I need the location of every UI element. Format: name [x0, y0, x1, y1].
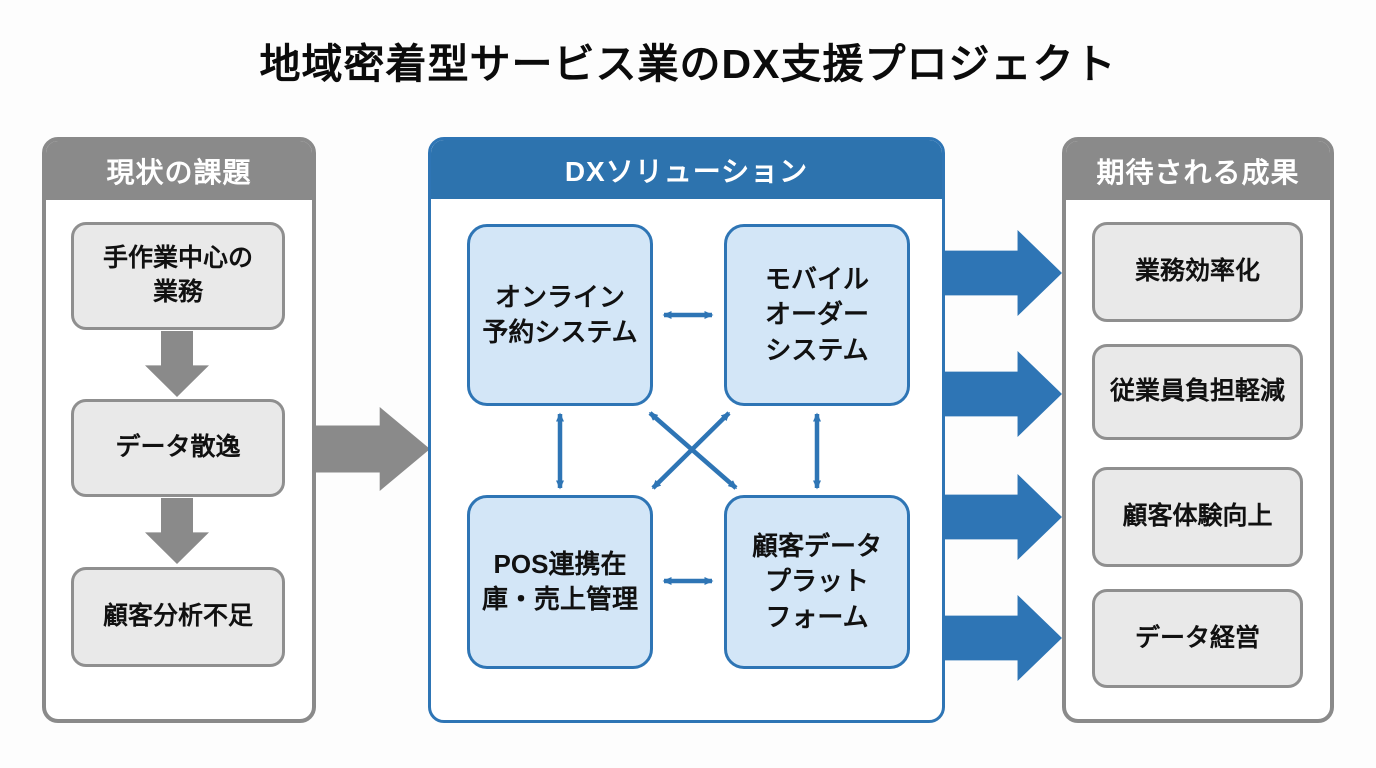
outcome-box-efficiency-label: 業務効率化 — [1134, 257, 1260, 286]
expected-outcomes-header: 期待される成果 — [1066, 141, 1330, 200]
solution-box-pos-inventory-label: POS連携在 庫・売上管理 — [481, 548, 638, 614]
solution-box-pos-inventory: POS連携在 庫・売上管理 — [467, 495, 653, 669]
solution-to-outcome-arrow-icon — [945, 351, 1062, 437]
solution-to-outcome-arrow-icon — [945, 595, 1062, 681]
outcome-box-staff-burden: 従業員負担軽減 — [1092, 344, 1303, 440]
outcome-box-data-management-label: データ経営 — [1134, 623, 1260, 652]
dx-solution-header: DXソリューション — [431, 140, 942, 199]
solution-box-online-reservation: オンライン 予約システム — [467, 224, 653, 406]
solution-box-mobile-order-label: モバイル オーダー システム — [764, 264, 869, 365]
outcome-box-customer-experience-label: 顧客体験向上 — [1122, 502, 1273, 531]
issue-box-customer-analysis-label: 顧客分析不足 — [102, 602, 253, 631]
issue-box-manual-work-label: 手作業中心の 業務 — [102, 244, 253, 306]
current-issues-header: 現状の課題 — [46, 141, 312, 200]
page-title: 地域密着型サービス業のDX支援プロジェクト — [259, 41, 1117, 87]
issue-box-manual-work: 手作業中心の 業務 — [71, 222, 285, 330]
issue-box-data-scatter-label: データ散逸 — [115, 433, 241, 462]
issue-box-data-scatter: データ散逸 — [71, 399, 285, 497]
solution-box-customer-data-platform-label: 顧客データ プラット フォーム — [751, 531, 882, 632]
issue-box-customer-analysis: 顧客分析不足 — [71, 567, 285, 667]
outcome-box-data-management: データ経営 — [1092, 589, 1303, 688]
solution-box-online-reservation-label: オンライン 予約システム — [482, 281, 638, 347]
issues-to-solution-arrow-icon — [313, 407, 430, 491]
solution-box-mobile-order: モバイル オーダー システム — [724, 224, 910, 406]
solution-to-outcome-arrow-icon — [945, 474, 1062, 560]
solution-to-outcome-arrow-icon — [945, 230, 1062, 316]
outcome-box-customer-experience: 顧客体験向上 — [1092, 467, 1303, 567]
outcome-box-efficiency: 業務効率化 — [1092, 222, 1303, 322]
solution-box-customer-data-platform: 顧客データ プラット フォーム — [724, 495, 910, 669]
outcome-box-staff-burden-label: 従業員負担軽減 — [1109, 377, 1285, 406]
